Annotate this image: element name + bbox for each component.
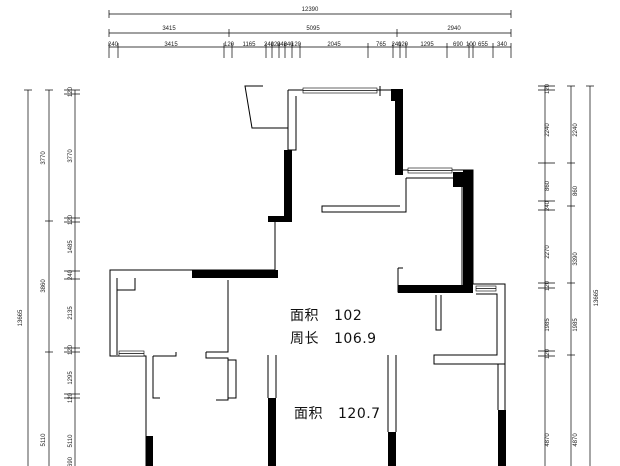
right-detail-label: 120: [545, 348, 551, 359]
top-detail-label: 120: [224, 42, 235, 48]
windows: [118, 87, 497, 357]
left-dim-label: 3860: [41, 279, 47, 293]
area-1-value: 102: [334, 308, 362, 324]
left-dim-label: 5110: [41, 433, 47, 447]
top-total-label: 12390: [302, 7, 319, 13]
right-detail-label: 240: [545, 200, 551, 211]
left-detail-label: 1485: [68, 240, 74, 254]
right-total-label: 13665: [594, 289, 600, 306]
right-detail-label: 1985: [545, 318, 551, 332]
top-ticks: [108, 43, 512, 58]
area-1-label: 面积: [290, 308, 319, 324]
area-2-value: 120.7: [338, 406, 381, 422]
left-total-label: 13665: [18, 309, 24, 326]
right-dim-label: 3390: [573, 252, 579, 266]
left-dimension-chains: 13665 3770 3860 5110 120 3770 120 1485 2…: [18, 86, 80, 466]
top-detail-label: 765: [376, 42, 387, 48]
right-detail-label: 120: [545, 83, 551, 94]
top-detail-label: 120: [291, 42, 302, 48]
top-detail-label: 3415: [164, 42, 178, 48]
right-detail-label: 2270: [545, 245, 551, 259]
walls-solid: [146, 89, 506, 466]
top-detail-label: 120: [398, 42, 409, 48]
left-detail-label: 1295: [68, 371, 74, 385]
right-detail-label: 4870: [545, 433, 551, 447]
top-detail-label: 690: [453, 42, 464, 48]
top-detail-label: 240: [277, 42, 288, 48]
right-ticks: [538, 85, 555, 357]
area-2-label: 面积: [294, 406, 323, 422]
right-dim-label: 4870: [573, 433, 579, 447]
left-detail-label: 2135: [68, 306, 74, 320]
top-detail-label: 120: [270, 42, 281, 48]
top-dimension-chains: 12390 3415 5095 2940: [108, 7, 512, 58]
perimeter-label: 周长: [290, 331, 319, 347]
left-detail-label: 240: [68, 269, 74, 280]
left-detail-label: 120: [68, 344, 74, 355]
top-detail-label: 1165: [243, 42, 257, 48]
left-detail-label: 5110: [68, 434, 74, 448]
top-detail-label: 340: [497, 42, 508, 48]
top-detail-label: 655: [478, 42, 489, 48]
right-detail-label: 2240: [545, 123, 551, 137]
right-detail-label: 860: [545, 180, 551, 191]
right-dim-label: 860: [573, 185, 579, 196]
left-detail-label: 120: [68, 214, 74, 225]
right-dimension-chains: 13665 2240 860 3390 1985 4870 120 2240 8…: [538, 83, 600, 466]
top-dim-label: 5095: [306, 26, 320, 32]
top-detail-label: 240: [283, 42, 294, 48]
top-dim-label: 3415: [162, 26, 176, 32]
left-ticks: [64, 89, 80, 399]
left-detail-label: 690: [68, 456, 74, 466]
left-dim-label: 3770: [41, 151, 47, 165]
right-detail-label: 120: [545, 280, 551, 291]
perimeter-value: 106.9: [334, 331, 377, 347]
top-detail-label: 1295: [420, 42, 434, 48]
right-dim-label: 2240: [573, 123, 579, 137]
left-detail-label: 120: [68, 86, 74, 97]
top-dim-label: 2940: [447, 26, 461, 32]
area-annotations: 面积 102 周长 106.9 面积 120.7: [290, 308, 381, 422]
right-dim-label: 1985: [573, 318, 579, 332]
left-detail-label: 3770: [68, 149, 74, 163]
room-partitions: [267, 267, 499, 432]
top-detail-label: 240: [108, 42, 119, 48]
top-detail-label: 100: [466, 42, 477, 48]
top-detail-label: 240: [391, 42, 402, 48]
top-detail-label: 240: [264, 42, 275, 48]
top-detail-label: 2045: [327, 42, 341, 48]
left-detail-label: 120: [68, 392, 74, 403]
